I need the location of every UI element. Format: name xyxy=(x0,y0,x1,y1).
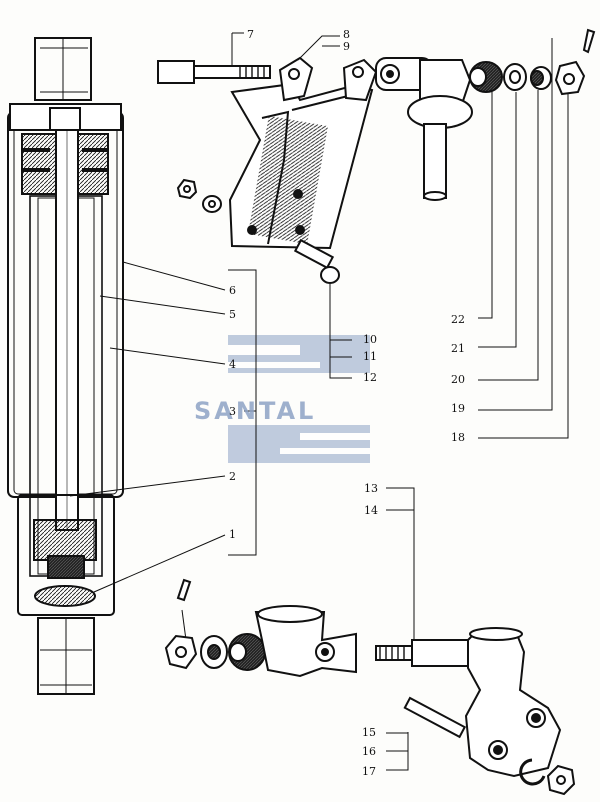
leader-lines-right xyxy=(478,38,569,439)
callout-15: 15 xyxy=(362,726,376,739)
callout-4: 4 xyxy=(229,358,236,371)
callout-3: 3 xyxy=(229,405,236,418)
watermark-text: SANTAL xyxy=(194,397,317,425)
callout-10: 10 xyxy=(363,333,377,346)
watermark-logo xyxy=(228,335,370,463)
callout-16: 16 xyxy=(362,745,376,758)
callout-17: 17 xyxy=(362,765,376,778)
callout-19: 19 xyxy=(451,402,465,415)
callout-6: 6 xyxy=(229,284,236,297)
callout-20: 20 xyxy=(451,373,465,386)
callout-22: 22 xyxy=(451,313,465,326)
callout-14: 14 xyxy=(364,504,378,517)
callout-1: 1 xyxy=(229,528,236,541)
callout-11: 11 xyxy=(363,350,377,363)
leader-8-9 xyxy=(297,35,340,61)
callout-7: 7 xyxy=(247,28,254,41)
callout-8: 8 xyxy=(343,28,350,41)
callout-21: 21 xyxy=(451,342,465,355)
upper-bracket xyxy=(228,56,378,250)
shock-absorber xyxy=(7,37,124,695)
bolt-10-12 xyxy=(293,238,352,379)
small-nuts xyxy=(176,178,222,213)
upper-pin-assembly xyxy=(375,28,596,201)
leader-lines-left xyxy=(69,261,257,593)
callout-9: 9 xyxy=(343,40,350,53)
callout-13: 13 xyxy=(364,482,378,495)
callout-18: 18 xyxy=(451,431,465,444)
bolt-7 xyxy=(157,32,271,84)
lower-pin-assembly xyxy=(164,578,357,678)
callout-2: 2 xyxy=(229,470,236,483)
lower-bracket xyxy=(375,487,576,796)
callout-12: 12 xyxy=(363,371,377,384)
callout-5: 5 xyxy=(229,308,236,321)
